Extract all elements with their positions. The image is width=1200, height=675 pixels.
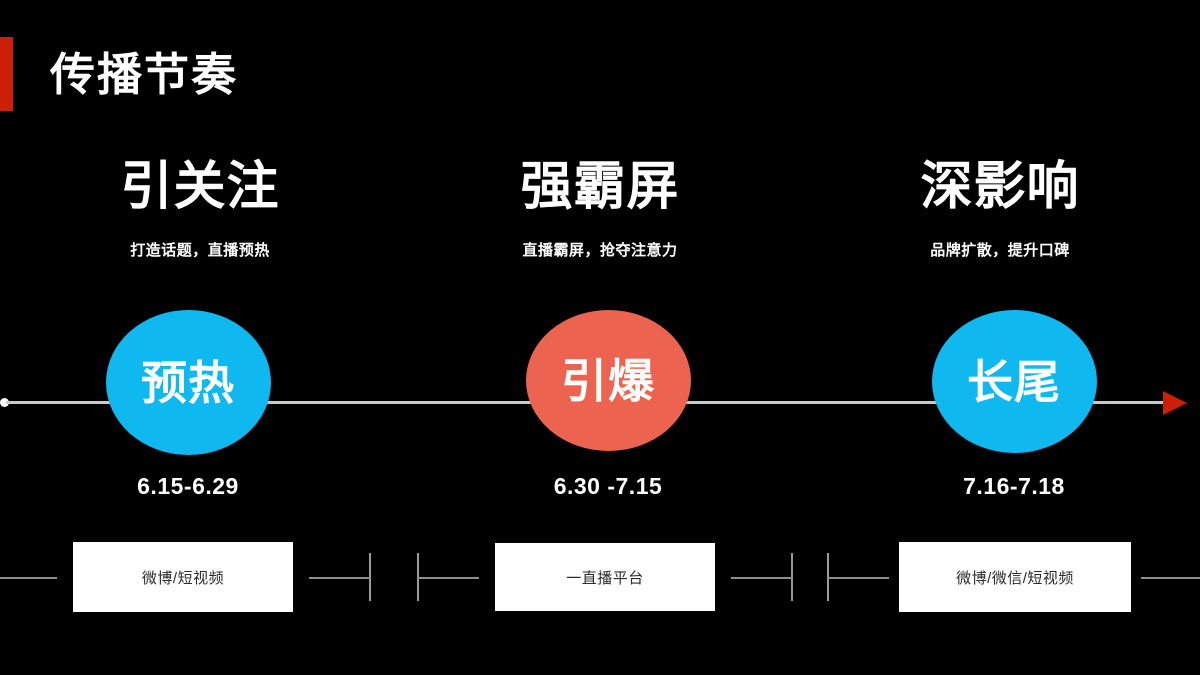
bracket-right-icon (309, 553, 371, 601)
timeline-node-3[interactable]: 长尾 7.16-7.18 (814, 310, 1200, 500)
platform-boxes-row: 微博/短视频 一直播平台 微博/微信/短视频 (0, 532, 1200, 622)
page-title: 传播节奏 (50, 48, 239, 100)
bracket-right-icon (1141, 553, 1200, 601)
phase-circle-label: 预热 (141, 356, 235, 409)
platform-label: 一直播平台 (566, 569, 644, 587)
platform-box[interactable]: 微博/微信/短视频 (899, 542, 1131, 612)
platform-label: 微博/短视频 (141, 569, 225, 587)
bracket-left-icon (417, 553, 479, 601)
phase-headings-row: 引关注 打造话题，直播预热 强霸屏 直播霸屏，抢夺注意力 深影响 品牌扩散，提升… (0, 160, 1200, 320)
platform-box[interactable]: 一直播平台 (495, 543, 715, 611)
accent-bar (0, 37, 13, 111)
phase-date: 6.30 -7.15 (553, 473, 663, 499)
timeline-nodes-row: 预热 6.15-6.29 引爆 6.30 -7.15 长尾 7.16-7.18 (0, 310, 1200, 500)
bracket-right-icon (731, 553, 793, 601)
phase-date: 6.15-6.29 (137, 473, 239, 499)
phase-circle-label: 长尾 (967, 355, 1061, 408)
phase-column-2: 强霸屏 直播霸屏，抢夺注意力 (400, 160, 800, 320)
phase-circle: 预热 (105, 310, 271, 455)
phase-circle: 引爆 (525, 310, 691, 451)
phase-column-1: 引关注 打造话题，直播预热 (0, 160, 400, 320)
phase-subtitle: 打造话题，直播预热 (130, 241, 270, 259)
platform-box[interactable]: 微博/短视频 (73, 542, 293, 612)
timeline-node-1[interactable]: 预热 6.15-6.29 (0, 310, 388, 500)
platform-group-3: 微博/微信/短视频 (815, 532, 1200, 622)
phase-subtitle: 直播霸屏，抢夺注意力 (522, 241, 678, 259)
slide-header: 传播节奏 (0, 37, 238, 111)
phase-circle: 长尾 (931, 310, 1097, 453)
timeline-start-dot-icon (0, 398, 9, 407)
phase-subtitle: 品牌扩散，提升口碑 (930, 241, 1070, 259)
phase-column-3: 深影响 品牌扩散，提升口碑 (800, 160, 1200, 320)
timeline-node-2[interactable]: 引爆 6.30 -7.15 (408, 310, 808, 500)
phase-circle-label: 引爆 (561, 354, 655, 407)
bracket-left-icon (0, 553, 57, 601)
arrow-right-icon (1163, 391, 1187, 415)
platform-label: 微博/微信/短视频 (956, 569, 1074, 587)
phase-heading: 深影响 (920, 158, 1080, 216)
phase-heading: 引关注 (120, 158, 280, 216)
platform-group-2: 一直播平台 (405, 532, 805, 622)
platform-group-1: 微博/短视频 (0, 532, 383, 622)
phase-heading: 强霸屏 (520, 158, 680, 216)
bracket-left-icon (827, 553, 889, 601)
phase-date: 7.16-7.18 (963, 473, 1065, 499)
